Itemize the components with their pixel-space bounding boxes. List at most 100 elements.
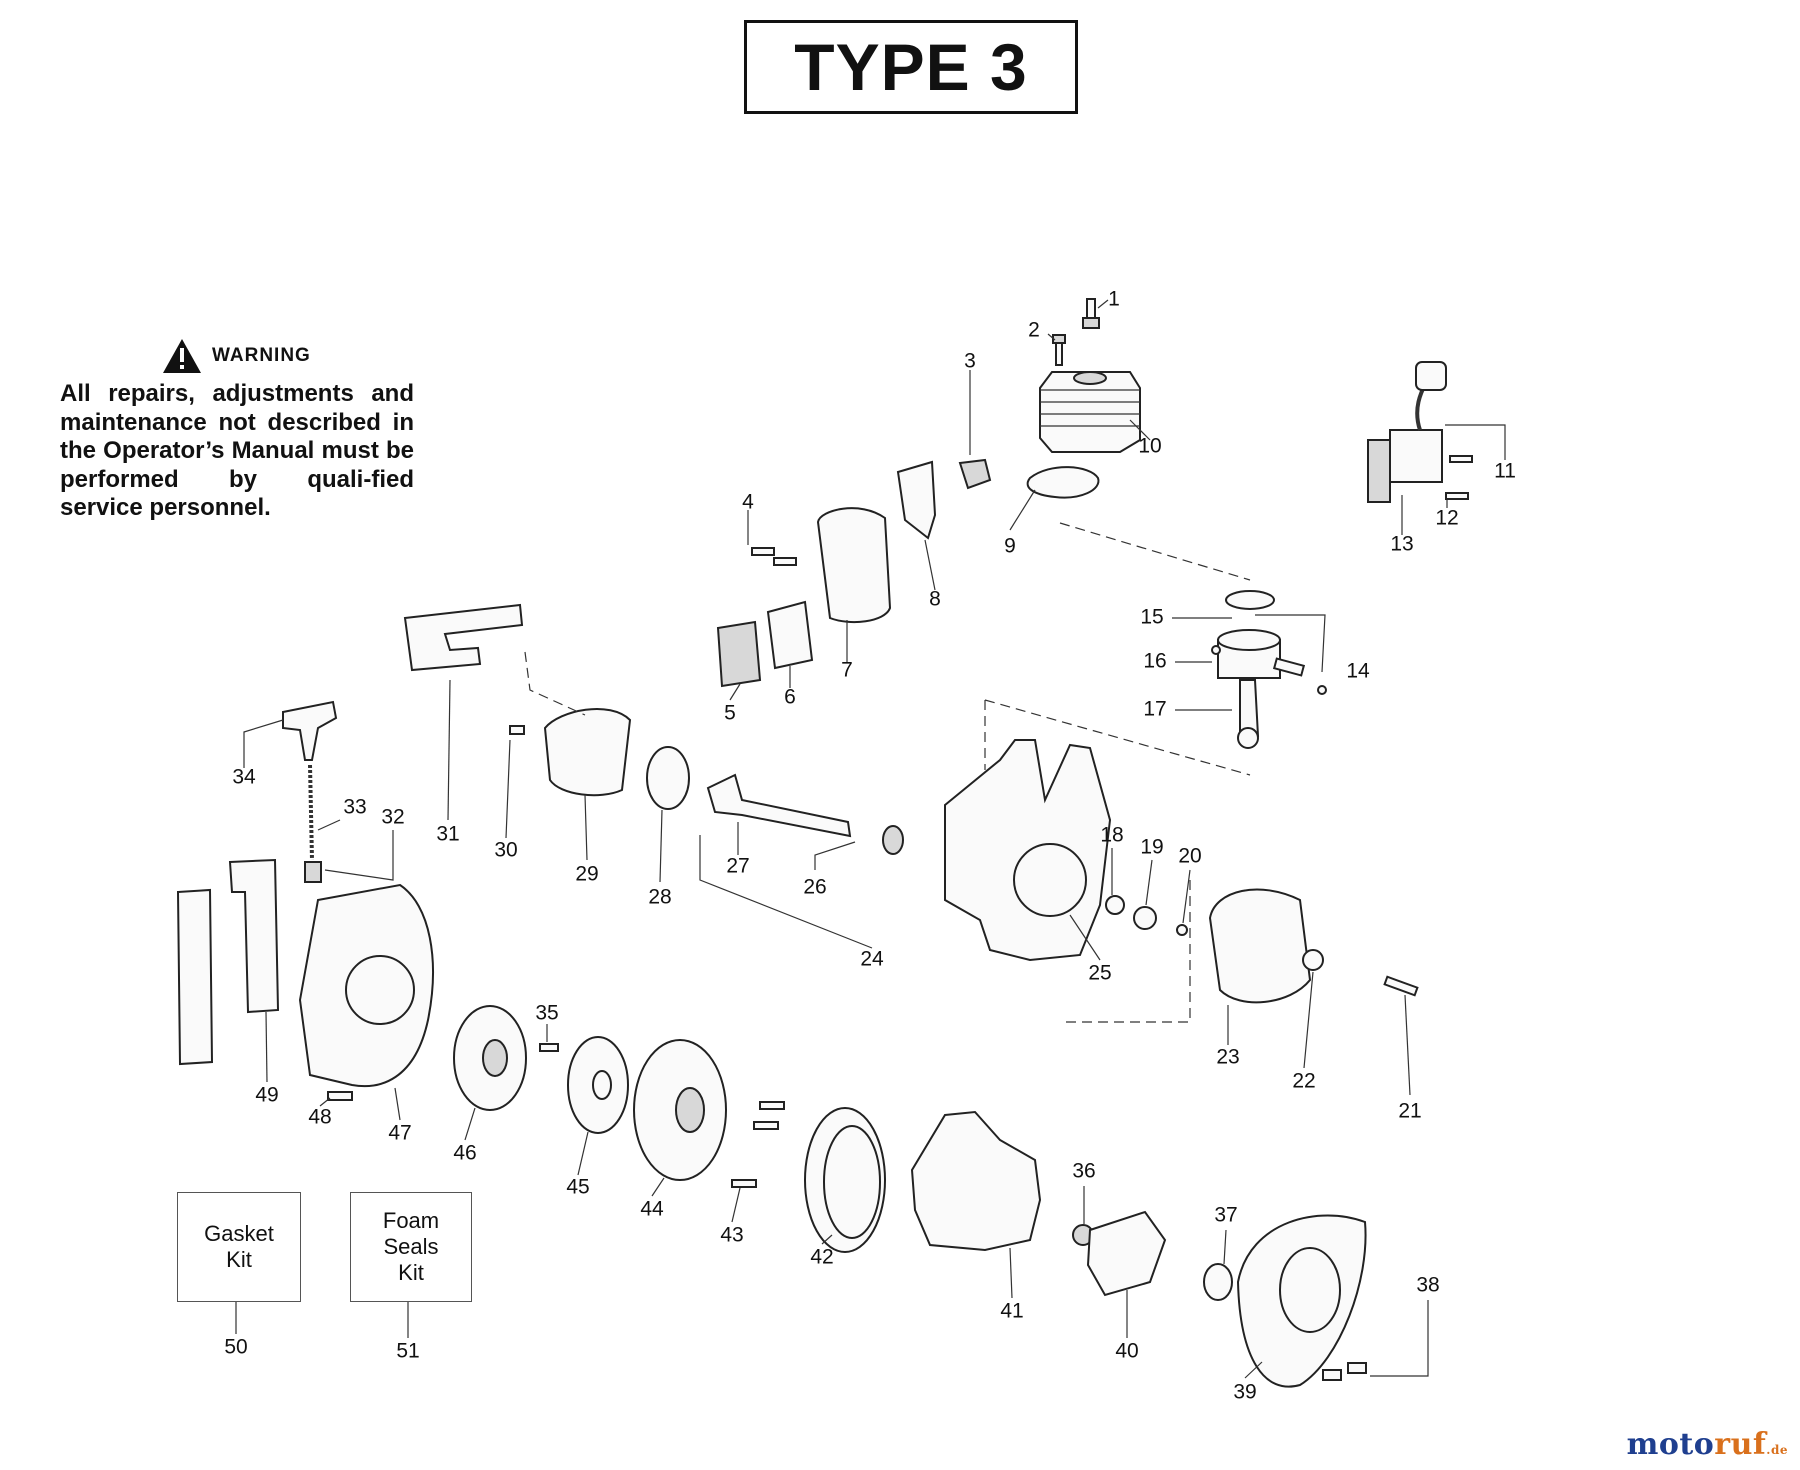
washer-hole [592,1070,612,1100]
callout-number: 39 [1233,1381,1256,1404]
callout-number: 25 [1088,962,1111,985]
fan-ring-inner [823,1125,881,1239]
callout-number: 13 [1390,533,1413,556]
callout-leader [265,1011,268,1083]
callout-leader [1009,489,1036,531]
foam-seal-part [228,858,280,1014]
callout-number: 6 [784,686,796,709]
muffler-shield-part [896,460,937,540]
callout-number: 49 [255,1084,278,1107]
callout-number: 29 [575,863,598,886]
foam-seal-part [176,888,214,1066]
callout-leader [1255,614,1326,673]
housing-screw-part [327,1091,353,1101]
callout-number: 44 [640,1198,664,1221]
callout-number: 9 [1004,535,1016,558]
spring-housing-hub [675,1087,705,1133]
callout-number: 51 [396,1340,419,1363]
starter-housing-opening [345,955,415,1025]
callout-leader [1223,1229,1227,1265]
alignment-dashed-line [1060,880,1191,1023]
callout-leader [814,841,856,870]
callout-number: 34 [232,766,256,789]
kit-label-line: Seals [383,1234,439,1259]
callout-leader [464,1107,476,1141]
callout-number: 11 [1494,460,1516,483]
callout-number: 3 [964,350,976,373]
callout-leader [1244,1361,1263,1379]
callout-leader [1047,333,1056,341]
callout-number: 15 [1140,606,1163,629]
callout-number: 37 [1214,1204,1237,1227]
callout-number: 5 [724,702,736,725]
warning-title: WARNING [212,345,311,366]
callout-number: 46 [453,1142,476,1165]
callout-number: 27 [726,855,749,878]
callout-leader [1303,971,1314,1069]
callout-leader [1445,424,1506,460]
housing-bolt-part [731,1179,757,1188]
callout-number: 50 [224,1336,247,1359]
callout-leader [821,1234,833,1245]
callout-number: 42 [810,1246,833,1269]
pulley-hub [482,1039,508,1077]
bushing-part [1203,1263,1233,1301]
callout-number: 22 [1292,1070,1315,1093]
callout-number: 41 [1000,1300,1023,1323]
callout-leader [1097,299,1109,309]
callout-number: 16 [1143,650,1166,673]
callout-number: 17 [1143,698,1166,721]
callout-leader [1145,859,1153,906]
warning-text: All repairs, adjustments and maintenance… [60,380,414,521]
crankcase-part [944,739,1112,962]
housing-bolt-part [759,1101,785,1110]
type-title: TYPE 3 [794,30,1028,104]
callout-number: 10 [1138,435,1161,458]
callout-leader [243,719,284,768]
callout-number: 45 [566,1176,589,1199]
callout-leader [324,830,394,881]
callout-number: 18 [1100,824,1123,847]
pulley-screw-part [539,1043,559,1052]
spark-plug-part [1082,298,1100,329]
watermark-suffix: ruf [1714,1427,1767,1462]
watermark-tld: .de [1766,1443,1788,1457]
crankshaft-seal-part [1105,895,1125,915]
callout-leader [1182,869,1191,924]
callout-number: 23 [1216,1046,1239,1069]
flywheel-washer-part [1302,949,1324,971]
callout-number: 36 [1072,1160,1095,1183]
muffler-bolt-part [751,547,775,556]
callout-number: 32 [381,806,404,829]
callout-number: 31 [436,823,459,846]
callout-leader [1129,419,1151,441]
callout-leader [447,679,451,821]
cylinder-part [1039,371,1141,453]
callout-leader [319,1097,331,1107]
callout-number: 33 [343,796,366,819]
callout-number: 19 [1140,836,1163,859]
intake-boot-part [958,458,992,490]
callout-number: 43 [720,1224,743,1247]
warning-notice: WARNING All repairs, adjustments and mai… [60,338,414,523]
alignment-dashed-line [1059,522,1251,581]
callout-number: 12 [1435,507,1458,530]
piston-assembly-part [1211,590,1327,749]
callout-number: 1 [1108,288,1120,311]
kit-label-line: Kit [226,1247,252,1272]
foam-filter-part [403,603,524,672]
callout-number: 48 [308,1106,331,1129]
alignment-dashed-line [524,651,586,716]
muffler-part [816,507,892,624]
callout-leader [317,819,341,831]
crankcase-boss [1013,843,1087,917]
callout-number: 14 [1346,660,1370,683]
carburetor-adapter-part [543,708,632,797]
module-screw-part [1449,455,1473,463]
starter-rope-part [308,764,314,861]
cylinder-gasket-part [1026,466,1100,499]
callout-leader [577,1131,589,1176]
gasket-kit-box: Gasket Kit [177,1192,301,1302]
callout-number: 24 [860,948,884,971]
